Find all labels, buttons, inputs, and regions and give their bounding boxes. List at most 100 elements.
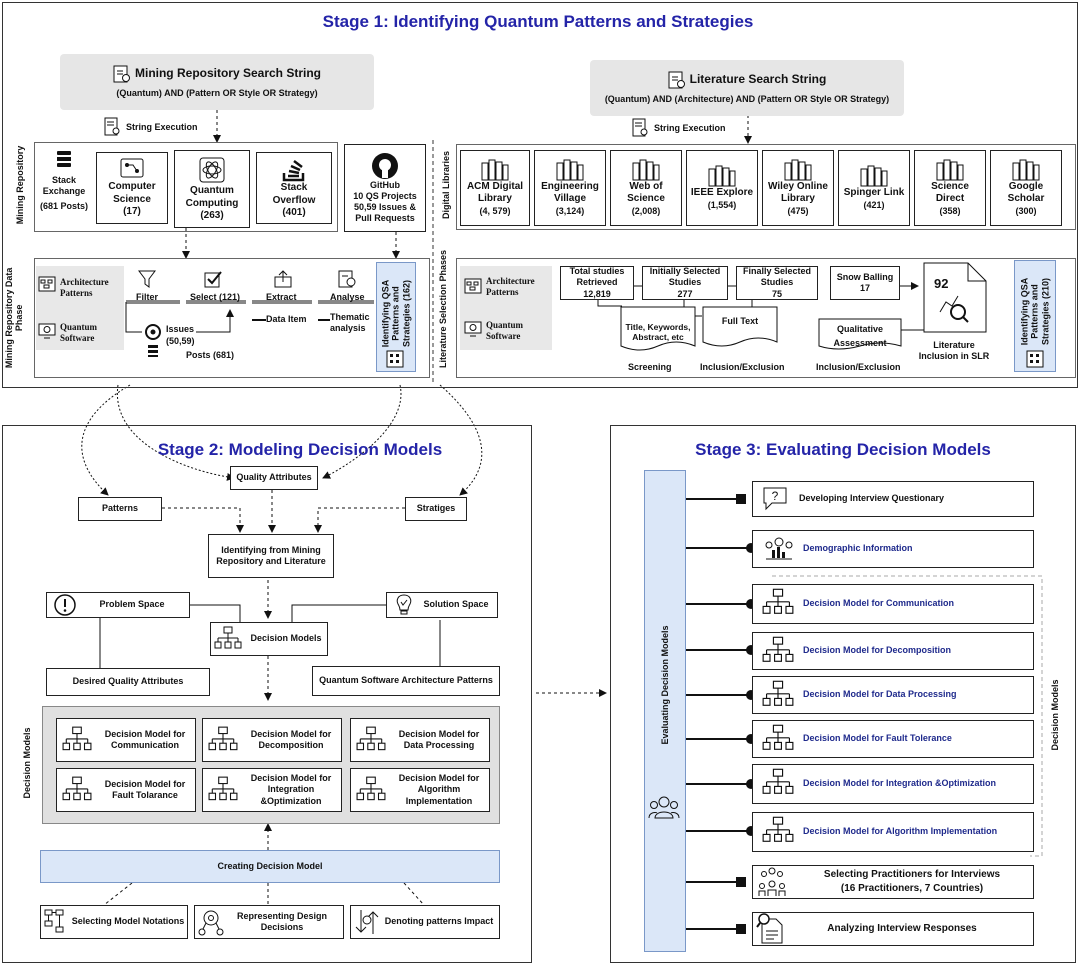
- questionnaire-icon: ?: [763, 487, 787, 511]
- library-box: Engineering Village (3,124): [534, 150, 606, 226]
- hierarchy-icon: [208, 776, 238, 801]
- books-icon: [784, 159, 812, 181]
- stage3-item-box: Decision Model for Communication: [752, 584, 1034, 624]
- architecture-diagram-icon: [38, 276, 56, 292]
- denoting-box: Denoting patterns Impact: [350, 905, 500, 939]
- checkbox-icon: [204, 271, 222, 288]
- github-box: GitHub 10 QS Projects 50,59 Issues & Pul…: [344, 144, 426, 232]
- mining-repository-side-label: Mining Repository: [15, 145, 25, 225]
- flowchart-icon: [44, 909, 64, 933]
- stage2-decision-model-box: Decision Model for Communication: [56, 718, 196, 762]
- lit-phase-container: [456, 258, 1076, 378]
- hierarchy-icon: [356, 726, 386, 751]
- mining-data-item: Data Item: [266, 314, 307, 324]
- library-box: Spinger Link (421): [838, 150, 910, 226]
- document-magnifier-icon: [756, 913, 783, 944]
- practitioners-line1: Selecting Practitioners for Interviews: [823, 869, 1001, 880]
- screening-document-shape: [620, 306, 696, 351]
- evaluating-label: Evaluating Decision Models: [660, 625, 670, 745]
- repo-computer-science: Computer Science (17): [96, 152, 168, 224]
- final-studies-box: Finally Selected Studies 75: [736, 266, 818, 300]
- library-count: (475): [787, 205, 809, 216]
- qualitative-document-shape: [818, 318, 902, 350]
- stage2-side-label: Decision Models: [22, 727, 32, 799]
- library-name: ACM Digital Library: [466, 180, 524, 205]
- hierarchy-icon: [762, 636, 794, 662]
- library-count: (3,124): [555, 205, 585, 216]
- practitioners-icon: [758, 867, 786, 896]
- full-text-label: Full Text: [721, 316, 759, 326]
- library-name: Wiley Online Library: [768, 180, 828, 205]
- creating-decision-model-box: Creating Decision Model: [40, 850, 500, 883]
- quantum-monitor-icon: [464, 321, 482, 337]
- stack-exchange-icon: [57, 151, 71, 167]
- qualitative-label: Qualitative Assessment: [833, 324, 887, 349]
- stage3-item-box: Decision Model for Data Processing: [752, 676, 1034, 714]
- search-document-icon: [113, 65, 130, 83]
- library-count: (2,008): [631, 205, 661, 216]
- mining-string-execution: String Execution: [126, 122, 198, 132]
- evaluating-bar: [644, 470, 686, 952]
- library-name: Web of Science: [627, 180, 665, 205]
- snowballing-label: Snow Balling: [836, 271, 894, 282]
- library-count: (421): [863, 199, 885, 210]
- inclusion-exclusion-1: Inclusion/Exclusion: [700, 362, 785, 372]
- library-name: IEEE Explore: [690, 187, 754, 199]
- repo-name: Quantum Computing: [185, 185, 239, 209]
- lightbulb-icon: [396, 594, 412, 615]
- stage2-decision-model-box: Decision Model for Integration &Optimiza…: [202, 768, 342, 812]
- inclusion-exclusion-2: Inclusion/Exclusion: [816, 362, 901, 372]
- mining-thematic: Thematic analysis: [330, 312, 370, 333]
- library-name: Spinger Link: [843, 187, 905, 199]
- stage2-decision-model-box: Decision Model for Fault Tolarance: [56, 768, 196, 812]
- library-box: Web of Science (2,008): [610, 150, 682, 226]
- repo-stack-overflow: Stack Overflow (401): [256, 152, 332, 224]
- circuit-board-icon: [120, 158, 144, 178]
- inclusion-count: 92: [934, 276, 949, 291]
- repo-count: (263): [200, 210, 224, 222]
- repo-count: (17): [123, 206, 141, 218]
- decision-models-box: Decision Models: [210, 622, 328, 656]
- screening-doc-text: Title, Keywords, Abstract, etc: [625, 322, 691, 343]
- mining-filter: Filter: [136, 292, 159, 302]
- stage3-side-label: Decision Models: [1050, 679, 1060, 751]
- identifying-box: Identifying from Mining Repository and L…: [208, 534, 334, 578]
- stage2-title: Stage 2: Modeling Decision Models: [157, 440, 443, 459]
- demographic-icon: [765, 537, 793, 560]
- mining-search-string-box: Mining Repository Search String (Quantum…: [60, 54, 374, 110]
- stage3-item-box: Decision Model for Algorithm Implementat…: [752, 812, 1034, 852]
- library-count: (4, 579): [479, 205, 511, 216]
- mining-result-text: Identifying QSA Patterns and Strategies …: [380, 279, 412, 348]
- analyzing-box: Analyzing Interview Responses: [752, 912, 1034, 946]
- mining-search-title: Mining Repository Search String: [134, 66, 322, 81]
- literature-phases-side-label: Literature Selection Phases: [438, 249, 448, 368]
- library-box: Science Direct (358): [914, 150, 986, 226]
- stage1-title: Stage 1: Identifying Quantum Patterns an…: [322, 12, 754, 31]
- mining-repository-container: [34, 142, 338, 232]
- stage2-decision-model-box: Decision Model for Data Processing: [350, 718, 490, 762]
- quantum-monitor-icon: [38, 323, 56, 339]
- stage3-item-box: Developing Interview Questionary: [752, 481, 1034, 517]
- hierarchy-icon: [762, 768, 794, 794]
- stage2-frame: [2, 425, 532, 963]
- initial-studies-count: 277: [677, 288, 693, 299]
- library-box: Wiley Online Library (475): [762, 150, 834, 226]
- inclusion-document-icon: [923, 262, 987, 333]
- hierarchy-icon: [762, 724, 794, 750]
- building-icon: [1026, 350, 1044, 368]
- analysis-document-icon: [338, 270, 356, 288]
- building-icon: [386, 350, 404, 368]
- mining-quantum-software: Quantum Software: [60, 322, 98, 343]
- books-icon: [632, 159, 660, 181]
- search-document-icon: [668, 71, 685, 89]
- stage2-decision-model-box: Decision Model for Algorithm Implementat…: [350, 768, 490, 812]
- github-line3: Pull Requests: [355, 213, 415, 224]
- digital-libraries-container: [456, 144, 1076, 230]
- stack-exchange: Stack Exchange (681 Posts): [36, 150, 92, 230]
- mining-phase-container: [34, 258, 430, 378]
- literature-string-execution: String Execution: [654, 123, 726, 133]
- library-name: Google Scholar: [1007, 180, 1045, 205]
- stack-exchange-count: (681 Posts): [39, 200, 89, 211]
- mining-issues-count: (50,59): [166, 336, 195, 346]
- stage3-item-box: Demographic Information: [752, 530, 1034, 568]
